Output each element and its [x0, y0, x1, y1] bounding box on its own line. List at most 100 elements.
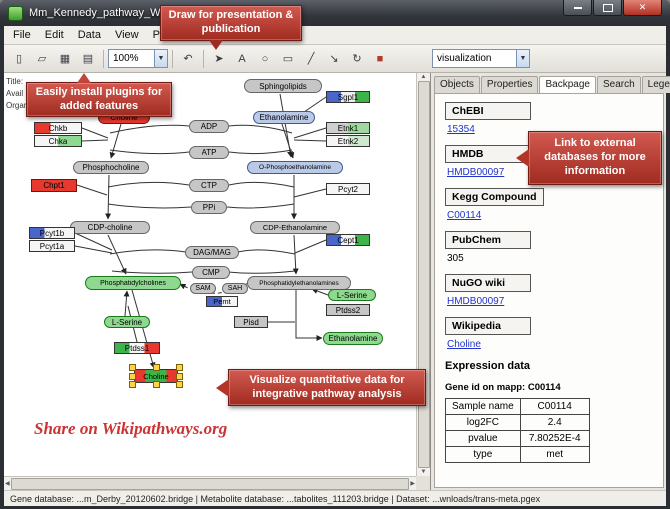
visualization-select[interactable]: visualization ▼ [432, 49, 530, 68]
minimize-button[interactable] [563, 0, 592, 16]
selection-handle[interactable] [153, 364, 160, 371]
node-choline-selected[interactable]: Choline [129, 364, 183, 388]
rectangle-tool-icon[interactable]: ▭ [282, 53, 294, 65]
pathway-edge[interactable] [107, 203, 192, 209]
node-atp[interactable]: ATP [189, 146, 229, 159]
zoom-select[interactable]: 100% ▼ [108, 49, 168, 68]
pathway-edge[interactable] [74, 232, 113, 251]
menu-view[interactable]: View [114, 29, 139, 41]
node-pcyt1b[interactable]: Pcyt1b [29, 227, 75, 239]
node-adp[interactable]: ADP [189, 120, 229, 133]
pointer-tool-icon[interactable]: ➤ [214, 53, 224, 65]
vertical-scrollbar[interactable]: ▲ ▼ [416, 73, 430, 476]
selection-handle[interactable] [153, 381, 160, 388]
pathway-edge[interactable] [76, 184, 108, 196]
pathway-edge[interactable] [295, 290, 323, 341]
selection-handle[interactable] [176, 381, 183, 388]
tab-objects[interactable]: Objects [434, 76, 480, 93]
node-cdp-ethanolamine[interactable]: CDP-Ethanolamine [250, 221, 340, 234]
node-dag-mag[interactable]: DAG/MAG [185, 246, 239, 259]
pathway-edge[interactable] [293, 127, 327, 139]
save-icon[interactable]: ▦ [59, 53, 71, 65]
pathway-edge[interactable] [107, 234, 127, 275]
color-tool-icon[interactable]: ■ [376, 52, 384, 65]
node-pcyt2[interactable]: Pcyt2 [326, 183, 370, 195]
pathway-edge[interactable] [81, 139, 109, 142]
pathway-edge[interactable] [228, 181, 295, 188]
pathway-edge[interactable] [228, 149, 293, 155]
print-icon[interactable]: ▤ [82, 53, 94, 65]
shape-tool-icon[interactable]: ○ [261, 52, 269, 65]
pathway-edge[interactable] [109, 149, 190, 155]
tab-search[interactable]: Search [596, 76, 641, 93]
node-pcyt1a[interactable]: Pcyt1a [29, 240, 75, 252]
node-phosphocholine[interactable]: Phosphocholine [73, 161, 149, 174]
node-pemt[interactable]: Pemt [206, 296, 238, 307]
rotate-tool-icon[interactable]: ↻ [352, 53, 362, 65]
selection-handle[interactable] [129, 373, 136, 380]
menu-edit[interactable]: Edit [44, 29, 64, 41]
pathway-edge[interactable] [81, 127, 109, 139]
pathway-edge[interactable] [228, 124, 293, 134]
pathway-edge[interactable] [123, 290, 130, 317]
scroll-down-icon[interactable]: ▼ [420, 469, 427, 475]
pathway-edge[interactable] [293, 139, 327, 142]
pathway-edge[interactable] [105, 174, 112, 220]
pathway-edge[interactable] [226, 203, 295, 209]
new-file-icon[interactable]: ▯ [15, 53, 23, 65]
scroll-left-icon[interactable]: ◀ [5, 481, 10, 487]
label-tool-icon[interactable]: A [238, 52, 246, 65]
node-ptdss1[interactable]: Ptdss1 [114, 342, 160, 354]
node-sam[interactable]: SAM [190, 283, 216, 294]
node-o-phosphoethanolamine[interactable]: O-Phosphoethanolamine [247, 161, 343, 174]
pathway-edge[interactable] [109, 249, 187, 255]
undo-icon[interactable]: ↶ [183, 53, 193, 65]
node-cmp[interactable]: CMP [192, 266, 230, 279]
pathway-edge[interactable] [292, 234, 299, 275]
node-sphingolipids[interactable]: Sphingolipids [244, 79, 322, 93]
node-l-serine-left[interactable]: L-Serine [104, 316, 150, 328]
maximize-button[interactable] [593, 0, 622, 16]
open-file-icon[interactable]: ▱ [37, 53, 47, 65]
pathway-edge[interactable] [227, 270, 296, 274]
node-chka[interactable]: Chka [34, 135, 82, 147]
pathway-edge[interactable] [109, 124, 190, 134]
node-ppi[interactable]: PPi [191, 201, 227, 214]
menu-data[interactable]: Data [77, 29, 101, 41]
selection-handle[interactable] [176, 364, 183, 371]
selection-handle[interactable] [176, 373, 183, 380]
node-ptdss2[interactable]: Ptdss2 [326, 304, 370, 316]
pathway-edge[interactable] [294, 239, 327, 254]
node-cdp-choline[interactable]: CDP-choline [70, 221, 150, 234]
pathway-edge[interactable] [293, 188, 327, 198]
backpage-value-kegg-compound[interactable]: C00114 [447, 210, 482, 221]
backpage-value-hmdb[interactable]: HMDB00097 [447, 167, 505, 178]
close-button[interactable]: ✕ [623, 0, 662, 16]
backpage-value-chebi[interactable]: 15354 [447, 124, 475, 135]
node-phosphatidylcholines[interactable]: Phosphatidylcholines [85, 276, 181, 290]
node-sgpl1[interactable]: Sgpl1 [326, 91, 370, 103]
backpage-value-wikipedia[interactable]: Choline [447, 339, 481, 350]
pathway-edge[interactable] [311, 288, 329, 296]
node-phosphatidylethanolamines[interactable]: Phosphatidylethanolamines [247, 276, 351, 290]
node-ethanolamine-top[interactable]: Ethanolamine [253, 111, 315, 124]
menu-file[interactable]: File [13, 29, 31, 41]
selection-handle[interactable] [129, 381, 136, 388]
node-sah[interactable]: SAH [222, 283, 248, 294]
tab-properties[interactable]: Properties [480, 76, 539, 93]
connector-tool-icon[interactable]: ↘ [329, 53, 339, 65]
node-chpt1[interactable]: Chpt1 [31, 179, 77, 192]
node-etnk2[interactable]: Etnk2 [326, 135, 370, 147]
line-tool-icon[interactable]: ╱ [307, 53, 315, 65]
horizontal-scrollbar[interactable]: ◀ ▶ [4, 476, 416, 490]
pathway-edge[interactable] [281, 123, 295, 159]
node-pisd[interactable]: Pisd [234, 316, 268, 328]
pathway-edge[interactable] [237, 249, 296, 255]
vertical-scroll-thumb[interactable] [417, 81, 430, 468]
pathway-edge[interactable] [131, 289, 156, 369]
tab-legend[interactable]: Legend [641, 76, 670, 93]
node-ctp[interactable]: CTP [189, 179, 229, 192]
node-etnk1[interactable]: Etnk1 [326, 122, 370, 134]
node-l-serine-right[interactable]: L-Serine [328, 289, 376, 301]
